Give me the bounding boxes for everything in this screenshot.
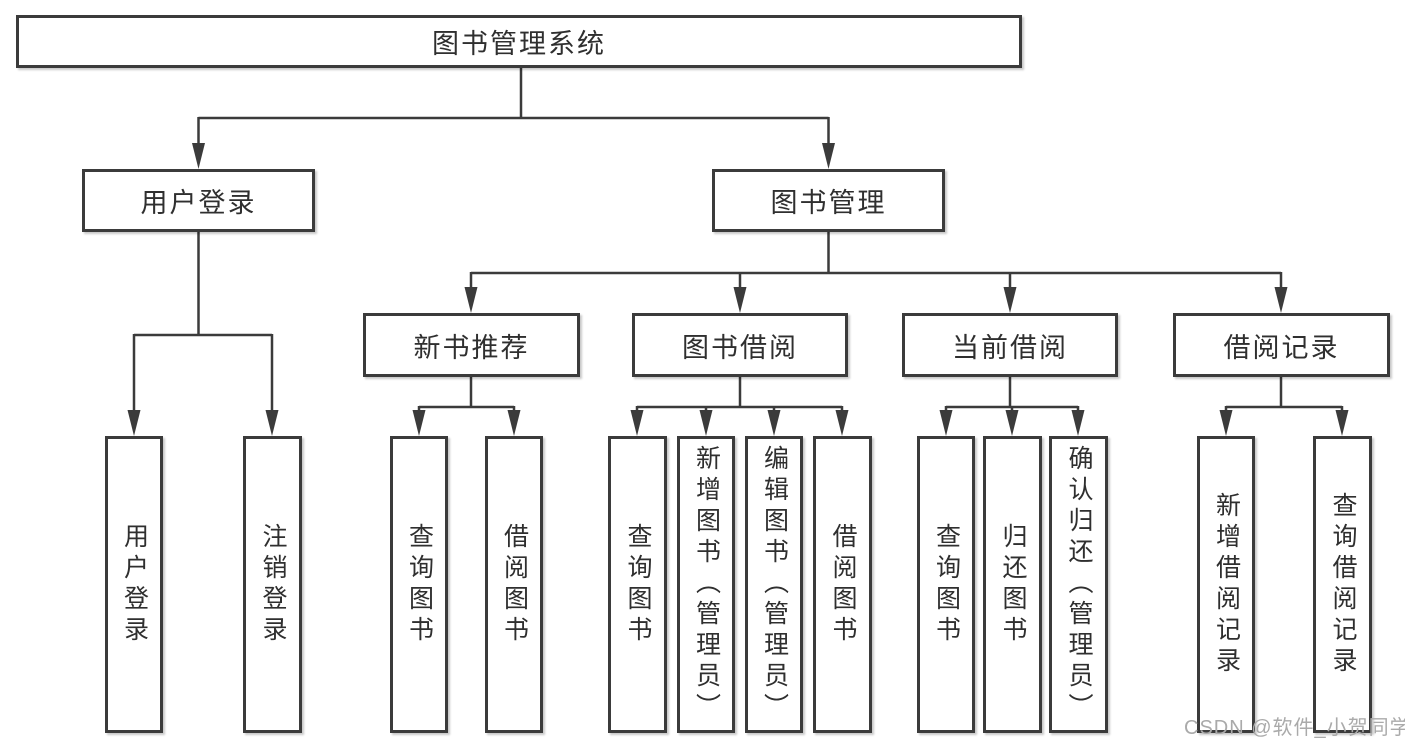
node-user-login: 用户登录 <box>82 169 315 232</box>
leaf-current-query-book: 查询图书 <box>917 436 975 733</box>
leaf-borrow-edit-book-admin: 编辑图书（管理员） <box>745 436 803 733</box>
leaf-borrow-borrow-book: 借阅图书 <box>813 436 872 733</box>
connectors-book-management-branch <box>464 232 1288 313</box>
leaf-borrow-edit-book-admin-label: 编辑图书（管理员） <box>760 445 789 724</box>
watermark: CSDN @软件_小贺同学 <box>1184 717 1405 739</box>
leaf-user-login-label: 用户登录 <box>120 522 149 647</box>
node-root-label: 图书管理系统 <box>432 29 606 59</box>
connectors-root-to-level2 <box>192 68 835 169</box>
arrowhead <box>127 410 141 436</box>
arrowhead <box>939 410 953 436</box>
leaf-current-confirm-return-admin-label: 确认归还（管理员） <box>1065 445 1093 724</box>
arrowhead <box>1005 410 1019 436</box>
arrowhead <box>1274 287 1288 313</box>
leaf-borrow-query-book-label: 查询图书 <box>624 522 652 647</box>
arrowhead <box>630 410 644 436</box>
leaf-records-query-record-label: 查询借阅记录 <box>1329 491 1357 678</box>
arrowhead <box>507 410 521 436</box>
node-new-book-recommend-label: 新书推荐 <box>413 332 530 363</box>
leaf-recommend-query-book-label: 查询图书 <box>405 522 434 647</box>
connectors-book-borrow <box>630 377 849 436</box>
leaf-user-login: 用户登录 <box>105 436 163 733</box>
leaf-recommend-query-book: 查询图书 <box>390 436 448 733</box>
node-new-book-recommend: 新书推荐 <box>363 313 580 377</box>
arrowhead <box>1071 410 1085 436</box>
leaf-borrow-borrow-book-label: 借阅图书 <box>829 522 857 647</box>
arrowhead <box>835 410 849 436</box>
arrowhead <box>822 143 835 169</box>
arrowhead <box>192 143 205 169</box>
node-root: 图书管理系统 <box>16 15 1022 68</box>
leaf-current-return-book: 归还图书 <box>983 436 1042 733</box>
node-borrow-records: 借阅记录 <box>1173 313 1390 377</box>
arrowhead <box>733 287 747 313</box>
node-user-login-label: 用户登录 <box>140 188 257 218</box>
leaf-current-query-book-label: 查询图书 <box>932 522 961 647</box>
node-current-borrow-label: 当前借阅 <box>952 332 1068 363</box>
leaf-records-query-record: 查询借阅记录 <box>1313 436 1372 733</box>
leaf-logout-label: 注销登录 <box>259 522 287 647</box>
arrowhead <box>464 287 478 313</box>
arrowhead <box>1003 287 1017 313</box>
leaf-records-add-record: 新增借阅记录 <box>1197 436 1255 733</box>
arrowhead <box>699 410 713 436</box>
connectors-new-book-recommend <box>412 377 521 436</box>
node-current-borrow: 当前借阅 <box>902 313 1118 377</box>
arrowhead <box>412 410 426 436</box>
leaf-borrow-add-book-admin-label: 新增图书（管理员） <box>692 445 721 724</box>
connectors-borrow-records <box>1219 377 1349 436</box>
leaf-current-return-book-label: 归还图书 <box>999 522 1027 647</box>
node-book-management-label: 图书管理 <box>770 188 887 218</box>
node-book-borrow: 图书借阅 <box>632 313 848 377</box>
leaf-records-add-record-label: 新增借阅记录 <box>1212 491 1241 678</box>
leaf-borrow-query-book: 查询图书 <box>608 436 667 733</box>
connectors-current-borrow <box>939 377 1085 436</box>
arrowhead <box>265 410 279 436</box>
leaf-borrow-add-book-admin: 新增图书（管理员） <box>677 436 735 733</box>
leaf-current-confirm-return-admin: 确认归还（管理员） <box>1049 436 1108 733</box>
leaf-logout: 注销登录 <box>243 436 302 733</box>
node-book-borrow-label: 图书借阅 <box>682 332 798 363</box>
node-borrow-records-label: 借阅记录 <box>1223 332 1340 363</box>
node-book-management: 图书管理 <box>712 169 945 232</box>
arrowhead <box>767 410 781 436</box>
leaf-recommend-borrow-book: 借阅图书 <box>485 436 543 733</box>
arrowhead <box>1219 410 1233 436</box>
connectors-user-login-branch <box>127 232 279 436</box>
arrowhead <box>1335 410 1349 436</box>
leaf-recommend-borrow-book-label: 借阅图书 <box>500 522 529 647</box>
